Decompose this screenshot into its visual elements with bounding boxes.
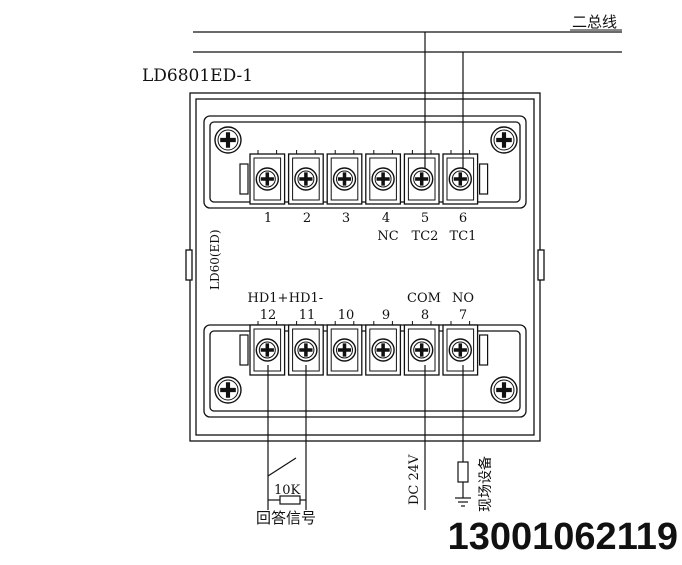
mounting-screw-icon — [214, 376, 242, 404]
mounting-screw-icon — [490, 376, 518, 404]
mounting-screws — [214, 126, 518, 404]
bus-lines — [193, 31, 622, 53]
terminal-number: 2 — [303, 211, 311, 226]
bottom-end-tab — [479, 334, 489, 366]
bus-label: 二总线 — [572, 13, 617, 31]
enclosure-inner — [195, 98, 535, 436]
top-terminal — [403, 150, 440, 205]
top-end-tab — [479, 163, 489, 195]
left-clip — [185, 249, 193, 281]
terminal-number: 3 — [342, 211, 350, 226]
top-terminal — [249, 150, 286, 205]
bottom-terminal — [442, 321, 479, 376]
bottom-panel-outline — [203, 324, 527, 418]
bottom-terminal — [249, 321, 286, 376]
bottom-panel-inner — [209, 330, 521, 412]
terminal-screw-icon — [332, 167, 357, 191]
terminal-screw-icon — [371, 167, 395, 191]
terminal-screw-icon — [371, 338, 395, 362]
terminal-screw-icon — [255, 167, 279, 191]
terminal-signal: HD1- — [289, 291, 323, 306]
terminal-screw-icon — [448, 338, 472, 362]
field-device-label: 现场设备 — [477, 456, 494, 512]
top-terminal-labels: 1 2 3 4 5 6 NC TC2 TC1 — [264, 211, 477, 244]
field-device-circuit — [455, 365, 471, 507]
terminal-screw-icon — [255, 338, 279, 362]
answer-signal-circuit — [267, 365, 307, 510]
terminal-number: 6 — [459, 211, 467, 226]
phone-number: 13001062119 — [448, 516, 678, 558]
terminal-screw-icon — [294, 167, 318, 191]
terminal-number: 9 — [382, 308, 390, 323]
top-terminal — [326, 150, 363, 205]
top-terminal — [287, 150, 324, 205]
resistor-label: 10K — [274, 483, 301, 498]
bottom-terminal-labels: HD1+ HD1- COM NO 12 11 10 9 8 7 — [248, 291, 474, 323]
model-label: LD6801ED-1 — [142, 66, 253, 86]
bottom-terminal — [365, 321, 402, 376]
top-terminal-panel — [203, 115, 527, 209]
terminal-signal: HD1+ — [248, 291, 289, 306]
mounting-screw-icon — [214, 126, 242, 154]
terminal-signal: NO — [452, 291, 474, 306]
top-panel-outline — [203, 115, 527, 209]
terminal-number: 8 — [421, 308, 429, 323]
top-terminal-row — [239, 150, 489, 205]
bottom-terminal-panel — [203, 324, 527, 418]
terminal-screw-icon — [332, 338, 357, 362]
terminal-screw-icon — [410, 338, 434, 362]
bottom-terminal-row — [239, 321, 489, 376]
terminal-signal: NC — [377, 229, 398, 244]
terminal-number: 4 — [382, 211, 390, 226]
terminal-number: 5 — [421, 211, 429, 226]
side-label: LD60(ED) — [208, 229, 222, 290]
top-terminal — [365, 150, 402, 205]
right-clip — [537, 249, 545, 281]
terminal-number: 12 — [260, 308, 277, 323]
power-label: DC 24V — [407, 454, 422, 505]
terminal-signal: TC2 — [412, 229, 439, 244]
field-device-symbol — [457, 461, 469, 483]
terminal-number: 10 — [338, 308, 355, 323]
terminal-number: 1 — [264, 211, 272, 226]
device-enclosure — [185, 92, 545, 442]
bottom-terminal — [326, 321, 363, 376]
terminal-screw-icon — [410, 167, 434, 191]
top-panel-inner — [209, 121, 521, 203]
terminal-number: 7 — [459, 308, 467, 323]
terminal-number: 11 — [299, 308, 316, 323]
bus-wires — [424, 32, 464, 168]
terminal-signal: TC1 — [450, 229, 477, 244]
terminal-screw-icon — [448, 167, 472, 191]
terminal-signal: COM — [407, 291, 441, 306]
terminal-screw-icon — [294, 338, 318, 362]
bottom-terminal — [403, 321, 440, 376]
top-end-tab — [239, 163, 249, 195]
mounting-screw-icon — [490, 126, 518, 154]
answer-signal-label: 回答信号 — [256, 509, 316, 527]
switch-contact — [267, 457, 297, 477]
bottom-end-tab — [239, 334, 249, 366]
enclosure-outer — [189, 92, 541, 442]
top-terminal — [442, 150, 479, 205]
